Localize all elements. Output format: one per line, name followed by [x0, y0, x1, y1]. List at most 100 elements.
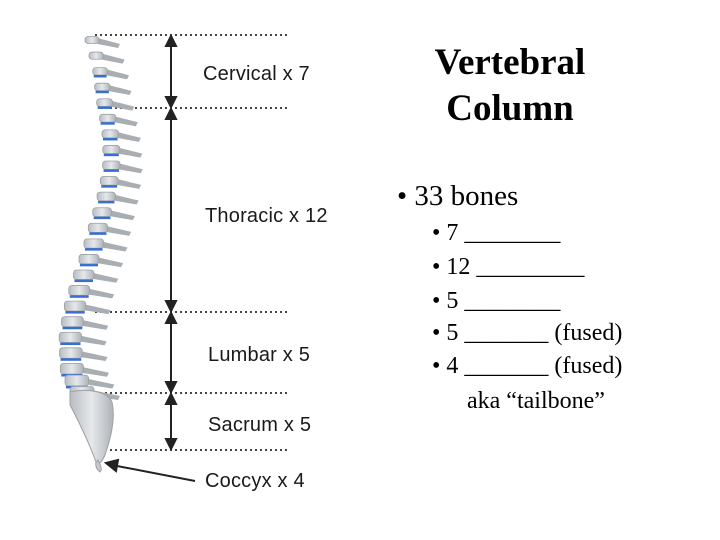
vertebral-body [92, 207, 112, 218]
vertebra [61, 316, 109, 330]
title-line-2: Column [446, 88, 574, 129]
vertebra [83, 238, 128, 252]
spinous-process [86, 378, 115, 389]
spinous-process [96, 257, 124, 268]
intervertebral-disc [60, 342, 81, 346]
vertebral-body [94, 82, 111, 92]
vertebra [99, 176, 142, 189]
spinous-process [110, 100, 135, 111]
region-arrows [103, 33, 196, 482]
spinous-process [114, 116, 138, 127]
spinous-process [79, 335, 107, 346]
main-bullet: • 33 bones [397, 180, 519, 212]
vertebral-body [61, 316, 84, 328]
vertebral-body [59, 347, 83, 359]
spinous-process [118, 163, 143, 174]
vertebral-body [58, 331, 82, 343]
spinous-process [81, 319, 109, 330]
spinous-process [113, 194, 139, 205]
intervertebral-disc [79, 263, 98, 267]
spinous-process [118, 147, 143, 158]
intervertebral-disc [93, 74, 107, 78]
vertebral-body [64, 374, 89, 387]
intervertebral-disc [60, 358, 82, 361]
vertebral-body [88, 51, 104, 60]
intervertebral-disc [98, 200, 115, 204]
vertebra [102, 160, 143, 174]
intervertebral-disc [93, 216, 111, 220]
spinous-process [87, 288, 115, 299]
spinous-process [106, 69, 130, 80]
title-line-1: Vertebral [434, 42, 586, 83]
intervertebral-disc [97, 106, 112, 109]
vertebral-body [84, 36, 100, 44]
intervertebral-disc [69, 295, 89, 298]
vertebral-body [102, 145, 121, 155]
vertebra [99, 113, 138, 127]
vertebral-body [96, 191, 116, 202]
spinous-process [116, 178, 142, 189]
intervertebral-disc [65, 311, 85, 314]
vertebral-body [68, 285, 91, 296]
vertebral-body [83, 238, 104, 249]
sub-bullet-cervical: • 7 ________ [432, 220, 561, 246]
intervertebral-disc [89, 232, 107, 235]
vertebral-column-diagram [58, 33, 290, 482]
vertebra [92, 207, 135, 221]
tailbone-note: aka “tailbone” [467, 388, 605, 414]
vertebral-body [101, 129, 119, 139]
intervertebral-disc [101, 185, 118, 188]
vertebra [94, 82, 132, 95]
vertebral-body [87, 222, 108, 233]
spinous-process [105, 225, 132, 236]
boundary-lines [90, 34, 290, 451]
spinous-process [81, 366, 110, 377]
thoracic-label: Thoracic x 12 [205, 205, 328, 227]
spinous-process [101, 53, 125, 64]
slide-title: Vertebral Column [400, 40, 620, 132]
vertebra [101, 129, 141, 142]
spinous-process [97, 38, 120, 48]
intervertebral-disc [84, 248, 103, 251]
intervertebral-disc [95, 90, 109, 94]
intervertebral-disc [103, 153, 119, 157]
vertebra [78, 254, 124, 268]
vertebral-body [92, 67, 109, 76]
vertebra [68, 285, 115, 299]
vertebral-body [59, 362, 84, 375]
spinous-process [108, 84, 132, 95]
spinous-process [109, 210, 135, 221]
vertebra [59, 347, 108, 362]
vertebra [87, 222, 132, 236]
vertebra [96, 98, 135, 111]
coccyx-bone [95, 459, 102, 473]
vertebra [92, 67, 130, 80]
spinous-process [83, 304, 111, 315]
spinous-process [79, 351, 108, 362]
spinous-process [116, 131, 141, 142]
intervertebral-disc [74, 279, 93, 283]
vertebra [84, 36, 120, 48]
coccyx-pointer-arrow [111, 464, 196, 482]
sacrum-bone [69, 389, 114, 465]
cervical-label: Cervical x 7 [203, 63, 310, 85]
vertebral-body [63, 300, 87, 312]
vertebra [73, 269, 119, 283]
intervertebral-disc [100, 122, 115, 125]
intervertebral-disc [102, 137, 118, 141]
vertebra [63, 300, 111, 315]
sub-bullet-lumbar: • 5 ________ [432, 288, 561, 314]
intervertebral-disc [62, 326, 83, 330]
vertebra [96, 191, 139, 205]
spinous-process [91, 272, 119, 283]
vertebral-body [73, 269, 95, 280]
vertebra [88, 51, 125, 64]
spinous-process [101, 241, 128, 252]
coccyx-label: Coccyx x 4 [205, 470, 305, 492]
vertebra [58, 331, 107, 346]
sub-bullet-coccyx: • 4 _______ (fused) [432, 353, 623, 379]
intervertebral-disc [103, 169, 120, 172]
spine-body [58, 36, 143, 473]
lumbar-label: Lumbar x 5 [208, 344, 311, 366]
vertebral-body [78, 254, 100, 265]
